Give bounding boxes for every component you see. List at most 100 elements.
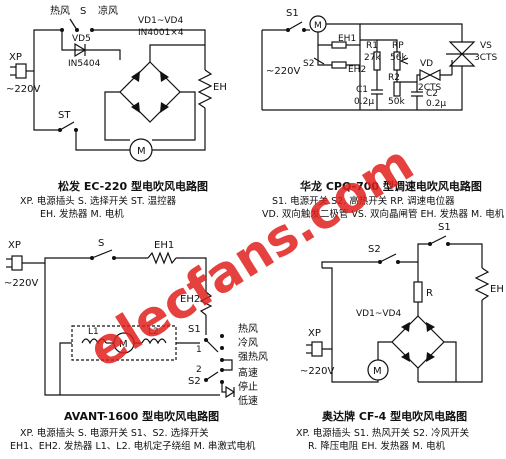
legend-ec220-line2: EH. 发热器 M. 电机 — [40, 208, 124, 220]
label-pos-1: 1 — [196, 345, 202, 355]
motor-label: M — [314, 21, 322, 31]
legend-avant1600-line1: XP. 电源插头 S. 电源开关 S1、S2. 选择开关 — [20, 427, 209, 439]
plug-xp-icon — [10, 63, 34, 79]
diode-vd5 — [74, 42, 87, 58]
motor-label: M — [119, 339, 128, 350]
caption-ec220: 松发 EC-220 型电吹风电路图 — [58, 179, 208, 193]
legend-cpq700-line2: VD. 双向触发二极管 VS. 双向晶闸管 EH. 发热器 M. 电机 — [262, 208, 505, 220]
heater-eh1 — [147, 251, 177, 265]
label-r2: R2 — [388, 73, 400, 83]
label-low-speed: 低速 — [238, 394, 258, 407]
label-c1: C1 — [356, 85, 368, 95]
selector-switch-s2 — [204, 368, 236, 399]
label-3cts: 3CTS — [474, 53, 498, 63]
label-in5404: IN5404 — [68, 59, 101, 69]
plug-xp-icon — [306, 341, 323, 357]
resistor-r2 — [393, 81, 401, 97]
label-r: R — [426, 288, 433, 299]
label-eh1: EH1 — [338, 34, 356, 44]
label-s: S — [98, 238, 104, 249]
label-vd1-vd4: VD1~VD4 — [356, 309, 401, 319]
label-eh2: EH2 — [348, 65, 366, 75]
label-st: ST — [58, 110, 71, 121]
resistor-r — [413, 281, 423, 303]
label-s2: S2 — [188, 376, 201, 387]
label-s1: S1 — [188, 324, 201, 335]
label-voltage: ~220V — [4, 278, 38, 289]
label-eh1: EH1 — [154, 240, 174, 251]
label-strong-hot: 强热风 — [238, 350, 268, 363]
switch-s2 — [378, 253, 400, 264]
label-s1: S1 — [438, 222, 451, 233]
label-stop: 停止 — [238, 380, 258, 393]
label-c2: C2 — [426, 89, 438, 99]
label-xp: XP — [308, 328, 321, 339]
label-xp: XP — [8, 240, 21, 251]
circuit-cf4: M S1 S2 R EH VD1~VD4 XP ~220V 奥达牌 CF-4 型… — [296, 222, 504, 452]
label-cold-wind: 凉风 — [98, 4, 118, 17]
label-r2-value: 50k — [388, 97, 405, 107]
label-pos-2: 2 — [196, 365, 202, 375]
label-hot-wind: 热风 — [50, 4, 70, 17]
bridge-rectifier-vd1-vd4 — [119, 61, 181, 123]
capacitor-c1 — [371, 89, 383, 95]
label-voltage: ~220V — [6, 84, 40, 95]
label-in4001: IN4001×4 — [138, 28, 184, 38]
label-r1: R1 — [366, 41, 378, 51]
label-xp: XP — [9, 52, 22, 63]
label-hot: 热风 — [238, 322, 258, 335]
label-voltage: ~220V — [300, 366, 334, 377]
label-eh: EH — [490, 284, 504, 295]
diac-vd — [419, 69, 441, 81]
caption-avant1600: AVANT-1600 型电吹风电路图 — [64, 409, 219, 423]
motor-m: M — [309, 15, 327, 33]
label-s1: S1 — [286, 8, 299, 19]
switch-s — [90, 249, 116, 260]
label-2cts: 2CTS — [418, 83, 442, 93]
label-cold: 冷风 — [238, 336, 258, 349]
thermostat-st — [58, 121, 78, 132]
label-c2-value: 0.2μ — [426, 99, 446, 109]
label-c1-value: 0.2μ — [354, 97, 374, 107]
heater-eh2 — [199, 291, 213, 316]
motor-m: M — [129, 138, 153, 162]
label-high-speed: 高速 — [238, 366, 258, 379]
selector-switch-s1 — [204, 334, 224, 362]
label-rp: RP — [392, 41, 404, 51]
heater-eh — [197, 69, 213, 109]
bridge-rectifier-vd1-vd4 — [391, 315, 445, 369]
switch-s1 — [428, 235, 450, 246]
motor-label: M — [137, 146, 146, 157]
label-s2: S2 — [303, 59, 314, 69]
heater-eh — [474, 267, 490, 301]
label-vd5: VD5 — [72, 34, 91, 44]
label-l1: L1 — [88, 327, 99, 337]
circuit-cpq700: M — [261, 8, 505, 220]
legend-avant1600-line2: EH1、EH2. 发热器 L1、L2. 电机定子绕组 M. 串激式电机 — [10, 440, 256, 452]
label-eh2: EH2 — [180, 294, 200, 305]
label-l2: L2 — [148, 327, 159, 337]
switch-s2 — [313, 57, 325, 65]
label-voltage: ~220V — [266, 66, 300, 77]
label-eh: EH — [213, 82, 227, 93]
label-vs: VS — [480, 41, 492, 51]
circuit-avant1600: M XP ~220V S EH1 EH2 L — [4, 238, 268, 452]
plug-xp-icon — [6, 255, 23, 271]
heater-eh2 — [331, 61, 347, 69]
label-switch-s: S — [80, 6, 86, 17]
label-vd: VD — [420, 59, 433, 69]
switch-s1 — [286, 21, 306, 32]
label-rp-value: 56k — [390, 53, 407, 63]
circuit-ec220: M 热风 S 凉风 VD1~VD4 IN4001×4 VD5 IN5404 XP… — [6, 4, 227, 220]
caption-cf4: 奥达牌 CF-4 型电吹风电路图 — [321, 409, 467, 423]
selector-switch-s — [60, 18, 94, 32]
motor-m: M — [367, 359, 389, 381]
label-r1-value: 27k — [364, 53, 381, 63]
motor-label: M — [373, 366, 382, 377]
legend-cpq700-line1: S1. 电源开关 S2. 高热开关 RP. 调速电位器 — [272, 195, 455, 207]
label-vd1-vd4: VD1~VD4 — [138, 16, 183, 26]
legend-ec220-line1: XP. 电源插头 S. 选择开关 ST. 温控器 — [20, 195, 177, 207]
label-s2: S2 — [368, 244, 381, 255]
